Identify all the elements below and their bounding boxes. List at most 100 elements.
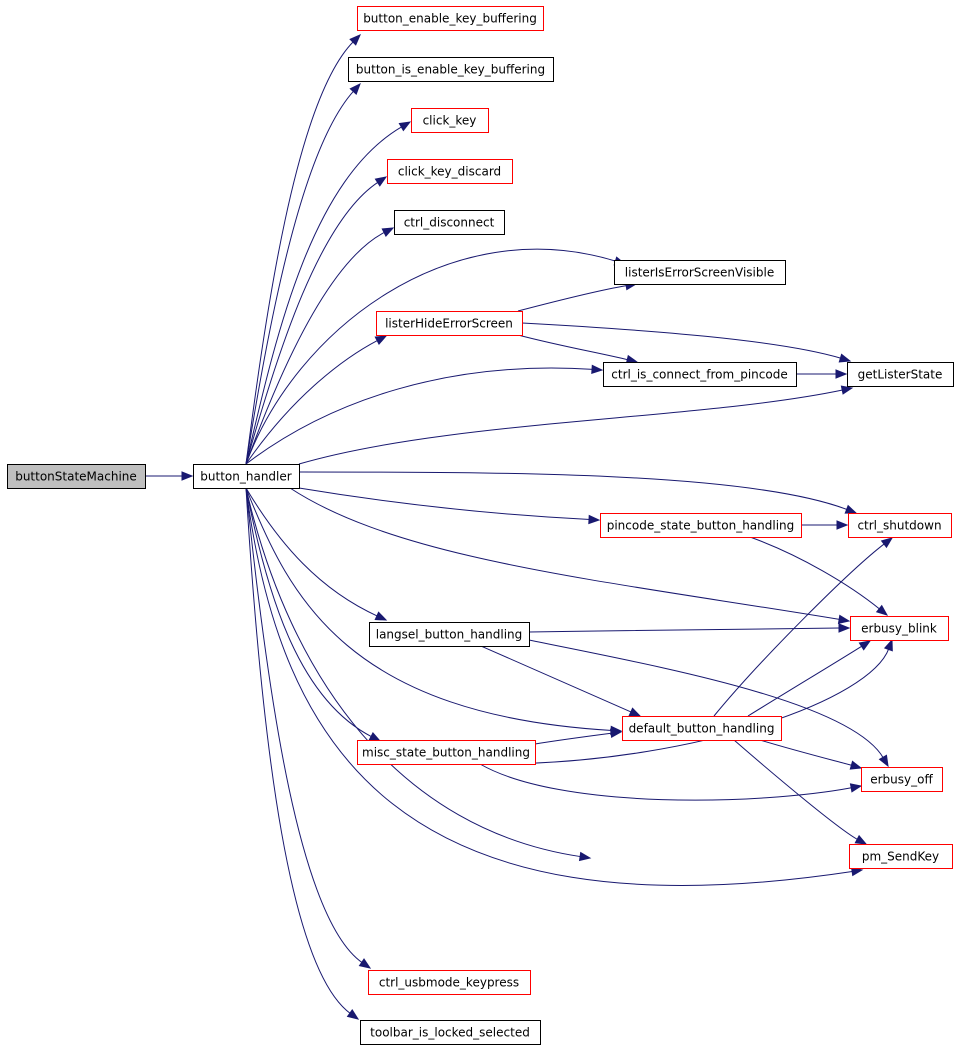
edge-button_handler-to-pm_SendKey xyxy=(245,487,864,886)
node-box[interactable] xyxy=(849,844,953,869)
edge-button_handler-to-default_button_handling xyxy=(245,487,623,736)
arrowhead-icon xyxy=(349,83,361,95)
arrowhead-icon xyxy=(591,364,604,375)
edge-button_handler-to-button_enable_key_buffering xyxy=(245,34,361,465)
node-click_key[interactable]: click_key xyxy=(411,108,489,133)
node-box[interactable] xyxy=(368,970,531,995)
arrowhead-icon xyxy=(358,958,372,969)
node-label: langsel_button_handling xyxy=(376,628,523,642)
node-box[interactable] xyxy=(861,767,943,792)
node-misc_state_button_handling[interactable]: misc_state_button_handling xyxy=(357,740,536,765)
arrowhead-icon xyxy=(609,728,623,739)
node-pincode_state_button_handling[interactable]: pincode_state_button_handling xyxy=(600,513,802,538)
edge-line xyxy=(245,367,594,465)
edge-line xyxy=(245,181,379,465)
edge-line xyxy=(517,284,628,312)
node-label: toolbar_is_locked_selected xyxy=(370,1026,530,1040)
node-box[interactable] xyxy=(360,1020,541,1045)
edge-line xyxy=(480,645,632,713)
edge-line xyxy=(759,739,853,767)
arrowhead-icon xyxy=(588,514,601,525)
node-button_is_enable_key_buffering[interactable]: button_is_enable_key_buffering xyxy=(348,57,554,82)
nodes-layer: buttonStateMachine button_handler button_e… xyxy=(7,6,954,1045)
node-box[interactable] xyxy=(348,57,554,82)
node-getListerState[interactable]: getListerState xyxy=(847,362,954,387)
node-box[interactable] xyxy=(411,108,489,133)
node-box[interactable] xyxy=(614,260,786,285)
node-box[interactable] xyxy=(7,464,146,489)
arrowhead-icon xyxy=(875,604,889,616)
node-ctrl_disconnect[interactable]: ctrl_disconnect xyxy=(394,210,505,235)
node-erbusy_off[interactable]: erbusy_off xyxy=(861,767,943,792)
node-label: erbusy_blink xyxy=(861,622,937,636)
arrowhead-icon xyxy=(849,783,863,793)
edge-default_button_handling-to-erbusy_blink xyxy=(747,640,872,717)
node-box[interactable] xyxy=(394,210,505,235)
node-toolbar_is_locked_selected[interactable]: toolbar_is_locked_selected xyxy=(360,1020,541,1045)
arrowhead-icon xyxy=(349,34,361,46)
node-box[interactable] xyxy=(847,362,954,387)
edge-line xyxy=(534,732,613,745)
arrowhead-icon xyxy=(849,760,863,770)
arrowhead-icon xyxy=(368,731,382,742)
edge-button_handler-to-listerIsErrorScreenVisible xyxy=(245,248,627,465)
node-box[interactable] xyxy=(369,622,530,647)
arrowhead-icon xyxy=(381,227,395,237)
edge-line xyxy=(245,487,351,1015)
node-box[interactable] xyxy=(850,616,949,641)
edge-line xyxy=(733,739,859,841)
node-label: pm_SendKey xyxy=(862,850,939,864)
edge-line xyxy=(479,763,853,801)
node-default_button_handling[interactable]: default_button_handling xyxy=(622,716,782,741)
arrowhead-icon xyxy=(858,640,872,651)
edge-button_handler-to-erbusy_off xyxy=(245,487,592,862)
edge-langsel_button_handling-to-erbusy_blink xyxy=(528,623,851,633)
node-buttonStateMachine[interactable]: buttonStateMachine xyxy=(7,464,146,489)
node-box[interactable] xyxy=(600,513,802,538)
node-click_key_discard[interactable]: click_key_discard xyxy=(387,159,513,184)
edge-line xyxy=(298,389,844,465)
node-label: misc_state_button_handling xyxy=(362,746,530,760)
arrowhead-icon xyxy=(883,638,893,652)
node-box[interactable] xyxy=(357,740,536,765)
node-listerIsErrorScreenVisible[interactable]: listerIsErrorScreenVisible xyxy=(614,260,786,285)
node-box[interactable] xyxy=(193,464,300,489)
arrowhead-icon xyxy=(374,176,388,187)
edge-line xyxy=(245,126,403,465)
node-label: button_is_enable_key_buffering xyxy=(356,63,545,77)
node-label: click_key_discard xyxy=(398,165,501,179)
node-ctrl_usbmode_keypress[interactable]: ctrl_usbmode_keypress xyxy=(368,970,531,995)
node-listerHideErrorScreen[interactable]: listerHideErrorScreen xyxy=(376,311,523,336)
node-pm_SendKey[interactable]: pm_SendKey xyxy=(849,844,953,869)
node-button_handler[interactable]: button_handler xyxy=(193,464,300,489)
node-box[interactable] xyxy=(622,716,782,741)
edge-line xyxy=(528,627,841,633)
node-erbusy_blink[interactable]: erbusy_blink xyxy=(850,616,949,641)
edge-pincode_state_button_handling-to-erbusy_blink xyxy=(749,536,889,616)
edge-default_button_handling-to-pm_SendKey xyxy=(733,739,868,845)
node-langsel_button_handling[interactable]: langsel_button_handling xyxy=(369,622,530,647)
node-ctrl_is_connect_from_pincode[interactable]: ctrl_is_connect_from_pincode xyxy=(603,362,797,387)
arrowhead-icon xyxy=(838,623,851,633)
node-label: listerIsErrorScreenVisible xyxy=(625,266,774,280)
edge-line xyxy=(298,471,848,511)
edge-button_handler-to-ctrl_shutdown xyxy=(298,471,858,514)
node-label: ctrl_usbmode_keypress xyxy=(379,976,519,990)
node-label: getListerState xyxy=(858,368,943,382)
node-label: button_enable_key_buffering xyxy=(363,12,537,26)
node-ctrl_shutdown[interactable]: ctrl_shutdown xyxy=(848,513,952,538)
node-box[interactable] xyxy=(848,513,952,538)
arrowhead-icon xyxy=(181,471,194,481)
node-button_enable_key_buffering[interactable]: button_enable_key_buffering xyxy=(357,6,544,31)
edge-buttonStateMachine-to-button_handler xyxy=(144,471,194,481)
arrowhead-icon xyxy=(398,121,412,132)
node-box[interactable] xyxy=(387,159,513,184)
node-box[interactable] xyxy=(603,362,797,387)
node-label: ctrl_shutdown xyxy=(857,519,941,533)
node-box[interactable] xyxy=(376,311,523,336)
edge-line xyxy=(245,487,363,964)
node-box[interactable] xyxy=(357,6,544,31)
edge-button_handler-to-langsel_button_handling xyxy=(245,487,388,621)
arrowhead-icon xyxy=(374,611,388,621)
